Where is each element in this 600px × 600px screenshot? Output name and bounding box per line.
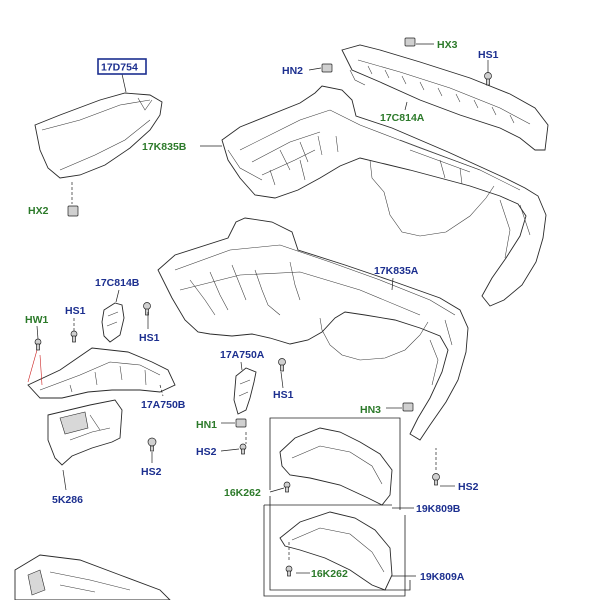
label-16k262-upper[interactable]: 16K262	[224, 487, 261, 499]
label-hs1-left[interactable]: HS1	[65, 305, 86, 317]
bumper-corner-trim-17d754[interactable]	[34, 92, 163, 179]
bumper-reinforcement-upper[interactable]	[341, 44, 549, 151]
label-hx3[interactable]: HX3	[437, 39, 458, 51]
selected-label-box	[97, 58, 147, 75]
label-hn3[interactable]: HN3	[360, 404, 381, 416]
valance-panel-19k809a[interactable]	[279, 511, 393, 591]
fastener-hx2	[67, 205, 79, 217]
rear-bumper-cover-upper[interactable]	[221, 85, 547, 307]
fastener-hs2-left	[147, 437, 157, 452]
bracket-17a750b[interactable]	[27, 347, 176, 399]
bracket-17c814b[interactable]	[101, 302, 125, 343]
fastener-hs2-right	[432, 473, 440, 486]
splash-shield-5k286[interactable]	[47, 399, 123, 466]
fastener-hn2	[321, 63, 333, 73]
fastener-hn3	[402, 402, 414, 412]
label-5k286[interactable]: 5K286	[52, 494, 83, 506]
label-19k809a[interactable]: 19K809A	[420, 571, 465, 583]
group-bracket-19k809b	[269, 417, 401, 510]
label-hx2[interactable]: HX2	[28, 205, 49, 217]
label-hs2-mid[interactable]: HS2	[196, 446, 217, 458]
fastener-hw1	[34, 338, 42, 351]
fastener-16k262-upper	[283, 481, 291, 493]
fastener-hs2-mid	[239, 443, 247, 455]
label-17d754[interactable]: 17D754	[101, 62, 138, 74]
bracket-17a750a[interactable]	[233, 367, 257, 415]
label-hn2[interactable]: HN2	[282, 65, 303, 77]
fastener-hn1	[235, 418, 247, 428]
leader-lines	[36, 43, 489, 577]
label-hw1[interactable]: HW1	[25, 314, 48, 326]
fastener-hs1-top	[484, 72, 492, 86]
rear-bumper-cover-lower[interactable]	[157, 217, 469, 441]
group-bracket-19k809a	[263, 496, 411, 597]
fastener-16k262-lower	[285, 565, 293, 577]
label-hs1-mid[interactable]: HS1	[139, 332, 160, 344]
fastener-hs1-bracket	[278, 358, 286, 372]
label-hs1-bracket[interactable]: HS1	[273, 389, 294, 401]
label-17c814b[interactable]: 17C814B	[95, 277, 140, 289]
label-17k835a[interactable]: 17K835A	[374, 265, 419, 277]
label-hs2-right[interactable]: HS2	[458, 481, 479, 493]
label-17a750a[interactable]: 17A750A	[220, 349, 265, 361]
fastener-hx3	[404, 37, 416, 47]
label-19k809b[interactable]: 19K809B	[416, 503, 461, 515]
label-17c814a[interactable]: 17C814A	[380, 112, 425, 124]
fastener-hs1-mid	[143, 302, 151, 316]
label-16k262-lower[interactable]: 16K262	[311, 568, 348, 580]
label-17a750b[interactable]: 17A750B	[141, 399, 186, 411]
label-hs1-top[interactable]: HS1	[478, 49, 499, 61]
lower-crossmember[interactable]	[14, 554, 171, 600]
label-hs2-left[interactable]: HS2	[141, 466, 162, 478]
label-17k835b[interactable]: 17K835B	[142, 141, 187, 153]
fastener-hs1-left	[70, 330, 78, 343]
valance-panel-19k809b[interactable]	[279, 427, 393, 506]
label-hn1[interactable]: HN1	[196, 419, 217, 431]
